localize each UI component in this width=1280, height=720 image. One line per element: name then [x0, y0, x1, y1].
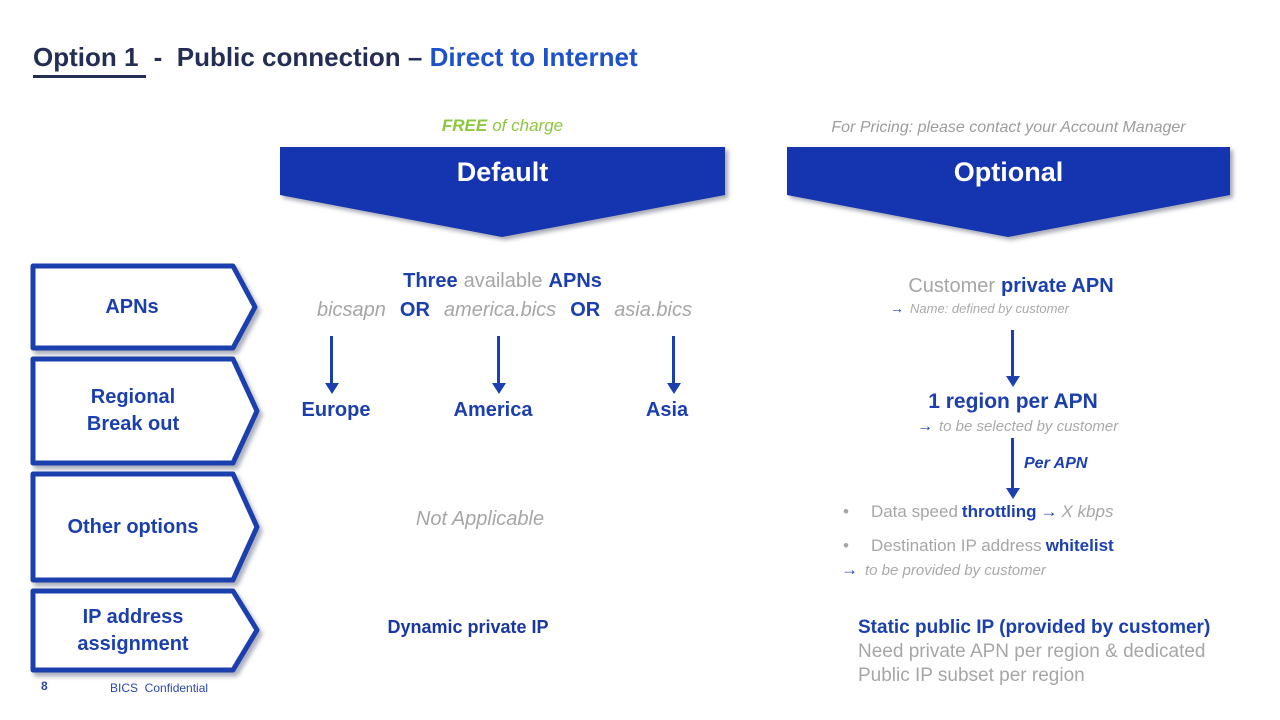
down-arrow-per-apn: [1011, 438, 1014, 489]
chevron-down-shape: [787, 147, 1230, 237]
title-main: Public connection –: [176, 42, 430, 72]
dynamic-private-ip-text: Dynamic private IP: [387, 617, 549, 637]
title-highlight: Direct to Internet: [429, 42, 638, 72]
arrow-pentagon-shape: [30, 356, 260, 466]
down-arrow-asia: [672, 336, 675, 384]
region-asia: Asia: [645, 399, 689, 421]
page-number: 8: [41, 679, 48, 693]
down-arrow-to-region: [1011, 330, 1014, 377]
down-arrow-europe: [330, 336, 333, 384]
note-selected-by-customer: →to be selected by customer: [917, 418, 1119, 435]
default-banner-label: Default: [456, 156, 549, 187]
bullet-icon: •: [843, 536, 849, 555]
region-europe: Europe: [301, 399, 371, 421]
optional-banner-label: Optional: [953, 156, 1064, 187]
down-arrow-america: [497, 336, 500, 384]
title-separator: -: [146, 42, 177, 72]
note-name-defined: →Name: defined by customer: [890, 300, 1069, 316]
static-ip-block: Static public IP (provided by customer) …: [858, 617, 1211, 686]
default-banner: Default: [280, 147, 725, 242]
arrow-pentagon-shape: [30, 588, 260, 673]
chevron-down-shape: [280, 147, 725, 237]
row-label-other-options: Other options: [30, 471, 260, 583]
right-arrow-icon: →: [890, 300, 904, 316]
pricing-tagline: For Pricing: please contact your Account…: [831, 119, 1186, 136]
per-apn-label: Per APN: [1024, 455, 1088, 472]
optional-banner: Optional: [787, 147, 1230, 242]
arrow-pentagon-shape: [30, 471, 260, 583]
region-america: America: [453, 399, 533, 421]
title-option: Option 1: [33, 42, 147, 78]
right-arrow-icon: →: [917, 418, 933, 435]
confidential-label: BICS Confidential: [110, 681, 209, 695]
right-arrow-icon: →: [1040, 502, 1058, 521]
static-ip-title: Static public IP (provided by customer): [858, 617, 1211, 638]
row-label-apns: APNs: [30, 263, 258, 351]
right-arrow-icon: →: [841, 560, 858, 579]
not-applicable-text: Not Applicable: [415, 508, 545, 530]
note-provided-by-customer: →to be provided by customer: [841, 560, 1046, 579]
arrow-pentagon-shape: [30, 263, 258, 351]
page-title: Option 1 - Public connection – Direct to…: [33, 42, 638, 78]
bullet-icon: •: [843, 502, 849, 521]
one-region-per-apn: 1 region per APN: [928, 390, 1098, 413]
